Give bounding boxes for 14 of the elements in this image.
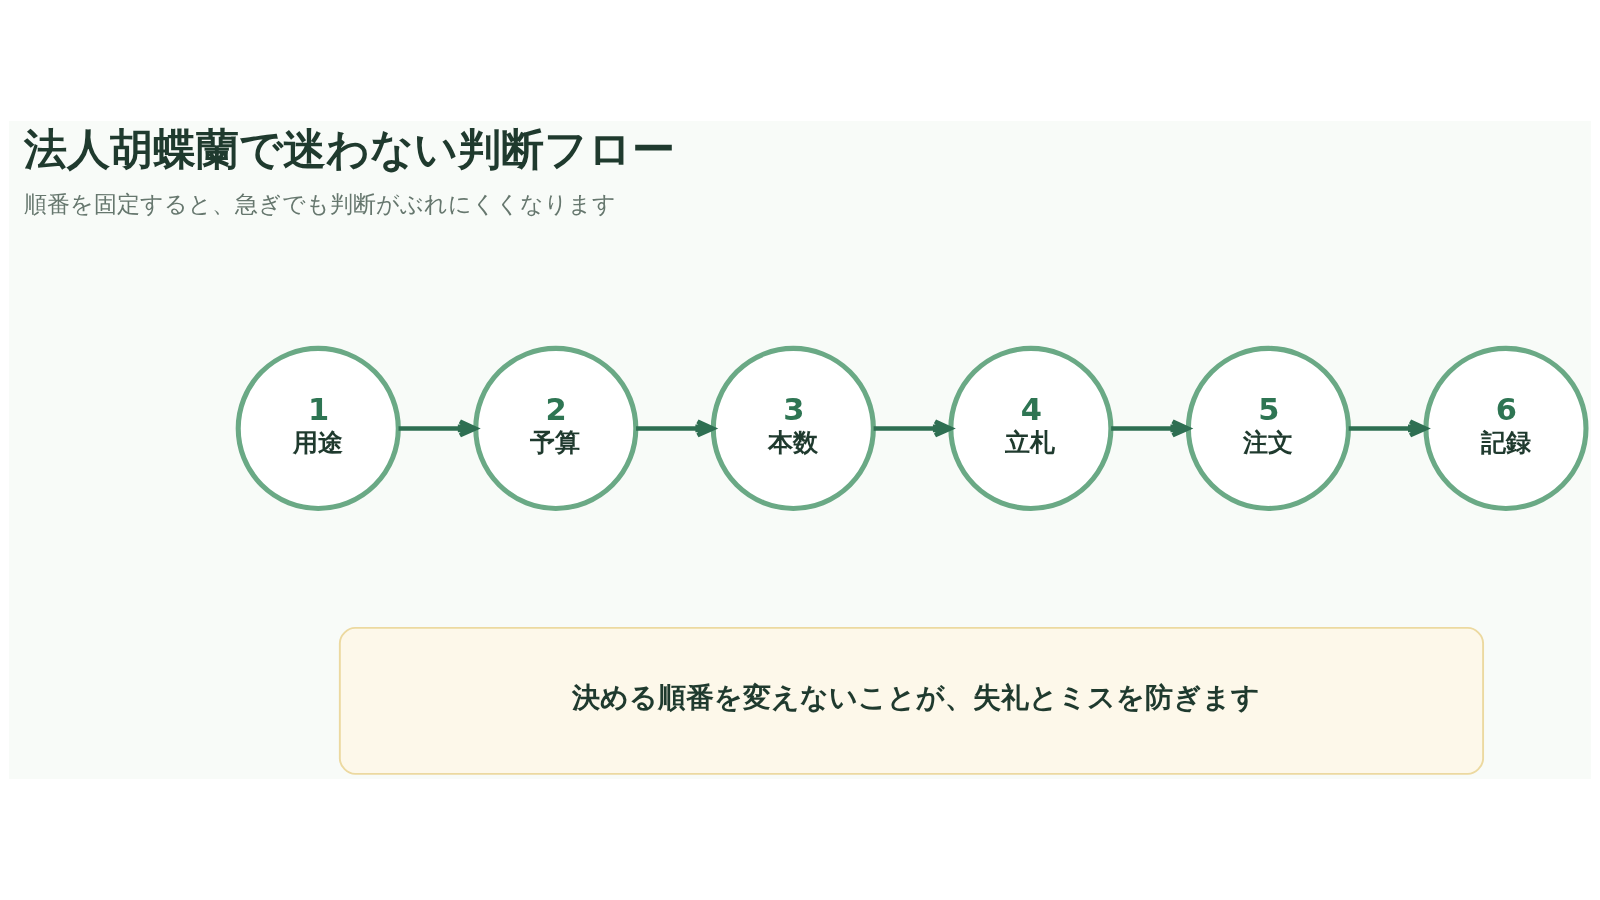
label: 順番を固定すると、急ぎでも判断がぶれにくくなります: [24, 190, 617, 217]
node-circle: 1 用途: [235, 345, 401, 511]
node-box: 決める順番を変えないことが、失礼とミスを防ぎます: [338, 626, 1485, 775]
node-circle: 2 予算: [473, 345, 639, 511]
arrow: [1111, 419, 1191, 438]
arrow: [873, 419, 953, 438]
arrow: [398, 419, 478, 438]
arrow: [1348, 419, 1428, 438]
node-circle: 3 本数: [710, 345, 876, 511]
diagram-title: 法人胡蝶蘭で迷わない判断フロー: [24, 124, 676, 175]
arrow: [636, 419, 716, 438]
node-circle: 4 立札: [948, 345, 1114, 511]
node-circle: 6 記録: [1423, 345, 1589, 511]
node-circle: 5 注文: [1185, 345, 1351, 511]
